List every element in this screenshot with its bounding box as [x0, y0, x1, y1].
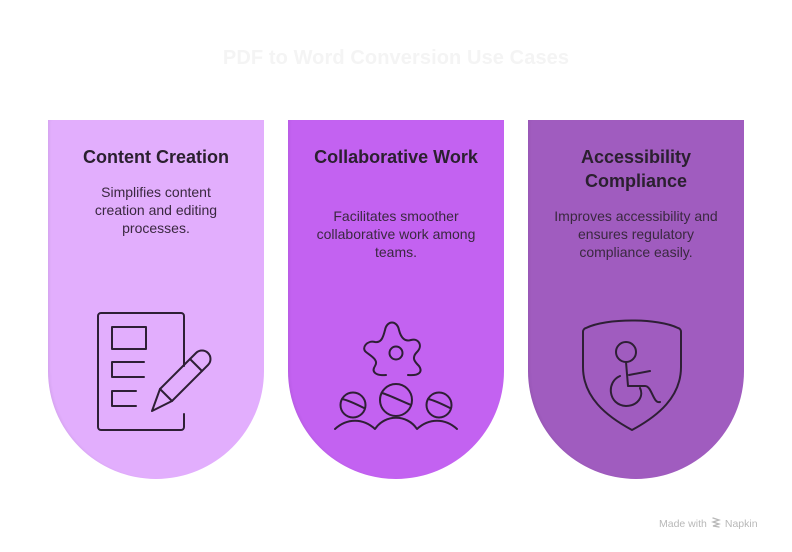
card-title-text: Collaborative Work	[314, 147, 478, 167]
accessibility-shield-icon	[578, 312, 698, 432]
card-description: Facilitates smoother collaborative work …	[316, 208, 476, 260]
napkin-logo-icon	[710, 517, 721, 531]
document-edit-icon	[92, 310, 222, 435]
card-title: Collaborative Work	[288, 145, 504, 169]
made-with-napkin-footer: Made with Napkin	[659, 517, 758, 531]
team-gear-icon	[331, 310, 461, 435]
card-content-creation: Content Creation Simplifies content crea…	[48, 120, 264, 479]
card-title-text: Accessibility Compliance	[580, 147, 692, 191]
card-title-text: Content Creation	[83, 147, 229, 167]
napkin-brand-text: Napkin	[724, 518, 758, 530]
card-collaborative-work: Collaborative Work Facilitates smoother …	[288, 120, 504, 479]
card-description: Simplifies content creation and editing …	[94, 184, 218, 236]
card-title: Accessibility Compliance	[528, 145, 744, 193]
page-title: PDF to Word Conversion Use Cases	[222, 47, 570, 69]
card-accessibility-compliance: Accessibility Compliance Improves access…	[528, 120, 744, 479]
made-with-text: Made with	[659, 518, 707, 530]
card-title: Content Creation	[48, 145, 264, 169]
card-description: Improves accessibility and ensures regul…	[554, 208, 718, 260]
